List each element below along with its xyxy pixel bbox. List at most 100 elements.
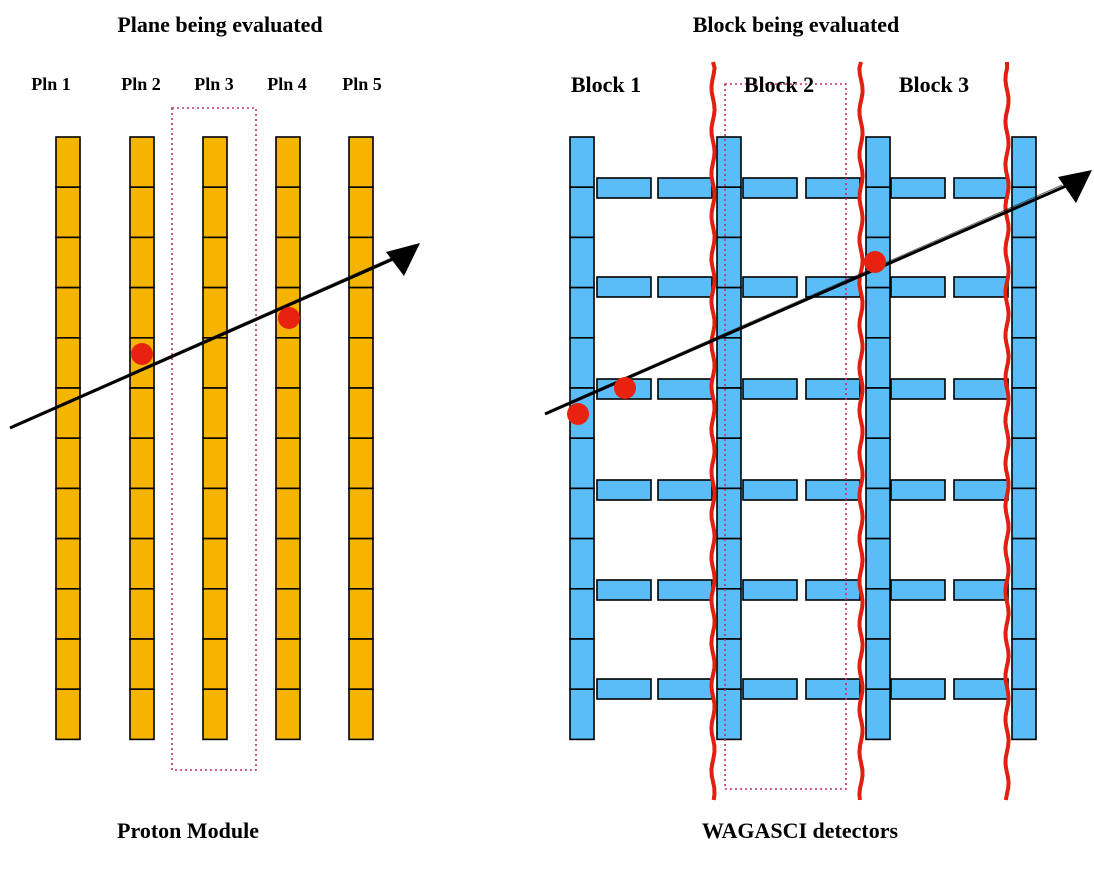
vertical-scintillator <box>1011 336 1037 389</box>
vertical-scintillator <box>716 186 742 239</box>
horizontal-scintillator <box>657 479 713 501</box>
horizontal-scintillator <box>953 579 1009 601</box>
vertical-scintillator <box>865 537 891 590</box>
scintillator-bar <box>129 587 155 640</box>
block-label-3: Block 3 <box>898 72 970 97</box>
track-arrowhead-left <box>386 243 420 276</box>
hit-point <box>278 307 300 329</box>
right-panel-title: Block being evaluated <box>692 12 900 37</box>
scintillator-bar <box>202 136 228 189</box>
vertical-scintillator <box>716 437 742 490</box>
scintillator-bar <box>275 537 301 590</box>
evaluated-block-box <box>724 83 847 790</box>
plane-label-3: Pln 3 <box>194 74 234 94</box>
track-right <box>544 170 1092 416</box>
block-label-2: Block 2 <box>743 72 815 97</box>
vertical-scintillator <box>716 487 742 540</box>
block-separator <box>1003 61 1011 801</box>
horizontal-scintillator <box>953 479 1009 501</box>
scintillator-bar <box>129 136 155 189</box>
vertical-scintillator <box>1011 236 1037 289</box>
vertical-scintillator <box>1011 437 1037 490</box>
scintillator-bar <box>348 587 374 640</box>
scintillator-bar <box>202 688 228 741</box>
scintillator-bar <box>275 688 301 741</box>
vertical-scintillator <box>569 186 595 239</box>
vertical-scintillator <box>569 336 595 389</box>
scintillator-bar <box>275 236 301 289</box>
horizontal-scintillator <box>596 678 652 700</box>
scintillator-bar <box>275 387 301 440</box>
vertical-scintillator <box>569 286 595 339</box>
vertical-scintillator <box>865 136 891 189</box>
scintillator-bar <box>55 336 81 389</box>
scintillator-bar <box>348 537 374 590</box>
scintillator-bar <box>55 136 81 189</box>
horizontal-scintillator <box>953 378 1009 400</box>
vertical-scintillator <box>1011 537 1037 590</box>
scintillator-bar <box>348 186 374 239</box>
scintillator-bar <box>348 437 374 490</box>
horizontal-scintillator <box>742 378 798 400</box>
vertical-scintillator <box>569 537 595 590</box>
vertical-scintillator <box>569 587 595 640</box>
scintillator-bar <box>202 487 228 540</box>
scintillator-bar <box>129 437 155 490</box>
scintillator-bar <box>275 587 301 640</box>
vertical-scintillator <box>865 437 891 490</box>
vertical-scintillator <box>865 487 891 540</box>
scintillator-bar <box>55 286 81 339</box>
scintillator-bar <box>55 186 81 239</box>
track-left <box>9 243 420 430</box>
block-separator <box>857 61 865 801</box>
vertical-scintillator <box>716 537 742 590</box>
horizontal-scintillator <box>805 177 861 199</box>
scintillator-bar <box>55 487 81 540</box>
horizontal-scintillator <box>890 276 946 298</box>
vertical-scintillator <box>865 387 891 440</box>
vertical-scintillator <box>716 336 742 389</box>
horizontal-scintillator <box>890 177 946 199</box>
block-separators <box>709 61 1011 801</box>
scintillator-bar <box>55 387 81 440</box>
horizontal-scintillator <box>890 579 946 601</box>
scintillator-bar <box>202 286 228 339</box>
vertical-scintillator <box>1011 387 1037 440</box>
scintillator-bar <box>202 638 228 691</box>
horizontal-scintillator <box>657 276 713 298</box>
hit-points <box>131 251 886 425</box>
horizontal-scintillator <box>890 678 946 700</box>
hit-point <box>614 377 636 399</box>
vertical-scintillator <box>1011 638 1037 691</box>
scintillator-bar <box>348 286 374 339</box>
scintillator-bar <box>202 236 228 289</box>
plane-label-4: Pln 4 <box>267 74 307 94</box>
vertical-scintillator <box>569 638 595 691</box>
scintillator-bar <box>202 387 228 440</box>
horizontal-scintillator <box>596 276 652 298</box>
scintillator-bar <box>348 387 374 440</box>
scintillator-bar <box>202 537 228 590</box>
vertical-scintillator <box>865 336 891 389</box>
scintillator-bar <box>129 387 155 440</box>
vertical-scintillator <box>716 136 742 189</box>
vertical-scintillator <box>569 236 595 289</box>
block-separator <box>709 61 717 801</box>
wagasci-scintillators <box>569 136 1037 741</box>
scintillator-bar <box>129 487 155 540</box>
scintillator-bar <box>129 286 155 339</box>
evaluated-plane-box <box>171 107 257 771</box>
block-label-1: Block 1 <box>570 72 642 97</box>
scintillator-bar <box>55 638 81 691</box>
vertical-scintillator <box>716 387 742 440</box>
horizontal-scintillator <box>657 378 713 400</box>
scintillator-bar <box>275 638 301 691</box>
horizontal-scintillator <box>805 678 861 700</box>
scintillator-bar <box>275 487 301 540</box>
proton-module-planes <box>55 136 374 741</box>
horizontal-scintillator <box>742 479 798 501</box>
vertical-scintillator <box>1011 688 1037 741</box>
scintillator-bar <box>275 437 301 490</box>
horizontal-scintillator <box>890 378 946 400</box>
